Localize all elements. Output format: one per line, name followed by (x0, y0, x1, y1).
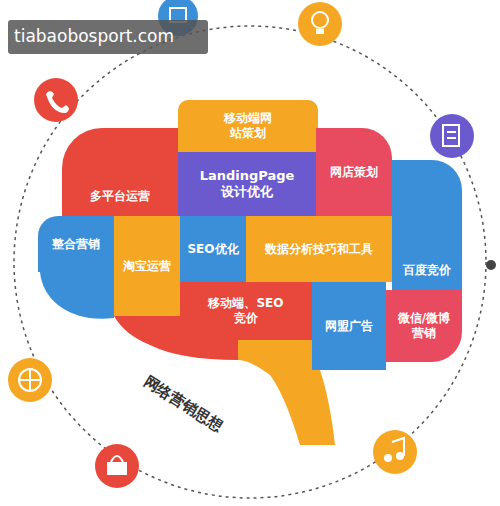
brain-lobe (40, 272, 114, 319)
icon (95, 444, 139, 488)
puzzle-piece: 淘宝运营 (114, 216, 180, 316)
puzzle-piece: 移动端、SEO竞价 (180, 282, 312, 340)
watermark: tiabaobosport.com (14, 26, 174, 46)
piece-label: 网店策划 (330, 165, 378, 180)
piece-label: 网盟广告 (325, 319, 373, 334)
piece-label: 数据分析技巧和工具 (265, 242, 373, 257)
puzzle-piece: 网盟广告 (312, 282, 386, 370)
icon (373, 430, 417, 474)
puzzle-piece: 移动端网站策划 (178, 100, 318, 152)
icon (8, 358, 52, 402)
puzzle-piece: 微信/微博营销 (386, 290, 462, 362)
puzzle-piece: 数据分析技巧和工具 (246, 216, 392, 282)
piece-label: 微信/微博营销 (394, 311, 454, 341)
piece-label: 多平台运营 (90, 189, 150, 204)
piece-label: 整合营销 (52, 237, 100, 252)
icon (298, 2, 342, 46)
puzzle-piece: LandingPage 设计优化 (178, 152, 316, 216)
piece-label: 百度竞价 (403, 263, 451, 278)
piece-label: 淘宝运营 (123, 259, 171, 274)
puzzle-piece: 整合营销 (38, 216, 114, 272)
piece-label: 移动端网站策划 (220, 111, 276, 141)
piece-label: SEO优化 (187, 242, 238, 257)
watermark-box (8, 20, 208, 54)
puzzle-piece: 网店策划 (316, 128, 392, 216)
piece-label: LandingPage 设计优化 (192, 168, 302, 201)
piece-label: 移动端、SEO竞价 (206, 296, 286, 326)
orbit-dot (486, 260, 496, 270)
puzzle-piece: 百度竞价 (392, 160, 462, 290)
puzzle-piece: SEO优化 (180, 216, 246, 282)
puzzle-piece: 多平台运营 (62, 128, 178, 216)
icon (430, 114, 474, 158)
icon (34, 78, 78, 122)
brain-title: 网络营销思想 (140, 372, 226, 436)
orbit-circle (14, 26, 486, 498)
